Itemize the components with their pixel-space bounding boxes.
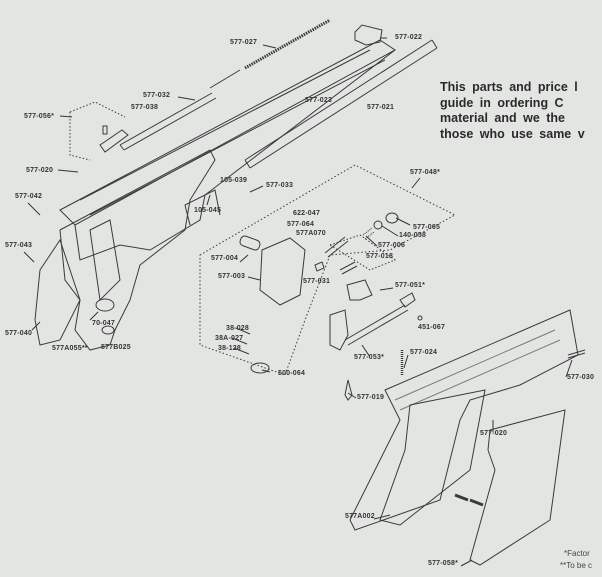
part-label: 577-038 bbox=[131, 104, 159, 111]
part-label: 577-051* bbox=[395, 282, 426, 289]
frame bbox=[34, 149, 216, 351]
part-label: 38A-027 bbox=[215, 335, 244, 342]
slide-assembly bbox=[59, 39, 396, 261]
hammer-group-box bbox=[199, 164, 457, 376]
part-label: 577-032 bbox=[143, 92, 171, 99]
right-side-frame bbox=[349, 309, 579, 531]
part-label: 577-004 bbox=[211, 255, 239, 262]
trigger-bar bbox=[329, 279, 586, 401]
part-label: 577-040 bbox=[5, 330, 33, 337]
part-label: 38-028 bbox=[226, 325, 249, 332]
part-label: 577-021 bbox=[367, 104, 395, 111]
intro-line: those who use same v bbox=[440, 126, 585, 141]
right-grip bbox=[469, 409, 566, 566]
part-label: 577-042 bbox=[15, 193, 43, 200]
part-label: 577-022 bbox=[395, 34, 423, 41]
part-label: 577-020 bbox=[26, 167, 54, 174]
recoil-spring bbox=[209, 18, 331, 89]
part-label: 577-058* bbox=[428, 560, 459, 567]
part-label: 577A070 bbox=[296, 230, 326, 237]
grip-screws bbox=[454, 493, 484, 507]
part-label: 70-047 bbox=[92, 320, 115, 327]
extractor bbox=[354, 24, 383, 46]
leader-lines bbox=[23, 37, 573, 567]
part-label: 451-067 bbox=[418, 324, 446, 331]
part-label: 577-053* bbox=[354, 354, 385, 361]
part-label: 500-064 bbox=[278, 370, 306, 377]
part-label: 577-030 bbox=[567, 374, 595, 381]
part-label: 577-003 bbox=[218, 273, 246, 280]
intro-line: material and we the bbox=[440, 111, 566, 125]
rear-sight bbox=[99, 125, 129, 153]
hammer-parts bbox=[231, 212, 399, 374]
intro-line: This parts and price l bbox=[440, 80, 578, 94]
part-label: 577-024 bbox=[410, 349, 438, 356]
guide-rod bbox=[119, 92, 217, 151]
part-label: 577-043 bbox=[5, 242, 33, 249]
part-label: 577-023 bbox=[305, 97, 333, 104]
part-label: 577-027 bbox=[230, 39, 258, 46]
barrel bbox=[244, 39, 438, 169]
part-label: 105-045 bbox=[194, 207, 222, 214]
intro-line: guide in ordering C bbox=[440, 95, 564, 110]
part-label: 577A002 bbox=[345, 513, 375, 520]
part-label: 577-056* bbox=[24, 113, 55, 120]
footnote-factory: *Factor bbox=[564, 549, 590, 558]
part-label: 577-006 bbox=[378, 242, 406, 249]
part-label: 105-039 bbox=[220, 177, 248, 184]
part-label: 577-048* bbox=[410, 169, 441, 176]
footnote-to-be: **To be c bbox=[560, 561, 593, 570]
part-label: 577-031 bbox=[303, 278, 331, 285]
part-label: 38-128 bbox=[218, 345, 241, 352]
intro-paragraph: This parts and price l guide in ordering… bbox=[440, 80, 585, 142]
left-grip bbox=[379, 389, 486, 526]
part-label: 577-033 bbox=[266, 182, 294, 189]
part-label: 577-064 bbox=[287, 221, 315, 228]
part-label: 577-020 bbox=[480, 430, 508, 437]
rear-sight-group bbox=[69, 101, 126, 161]
part-label: 577-019 bbox=[357, 394, 385, 401]
part-label: 577A055** bbox=[52, 345, 88, 352]
part-label: 577-005 bbox=[413, 224, 441, 231]
part-label: 622-047 bbox=[293, 210, 321, 217]
hammer-subgroup-box bbox=[328, 234, 397, 271]
part-label: 577B025 bbox=[101, 344, 131, 351]
part-label: 577-018 bbox=[366, 253, 394, 260]
part-label: 140-058 bbox=[399, 232, 427, 239]
